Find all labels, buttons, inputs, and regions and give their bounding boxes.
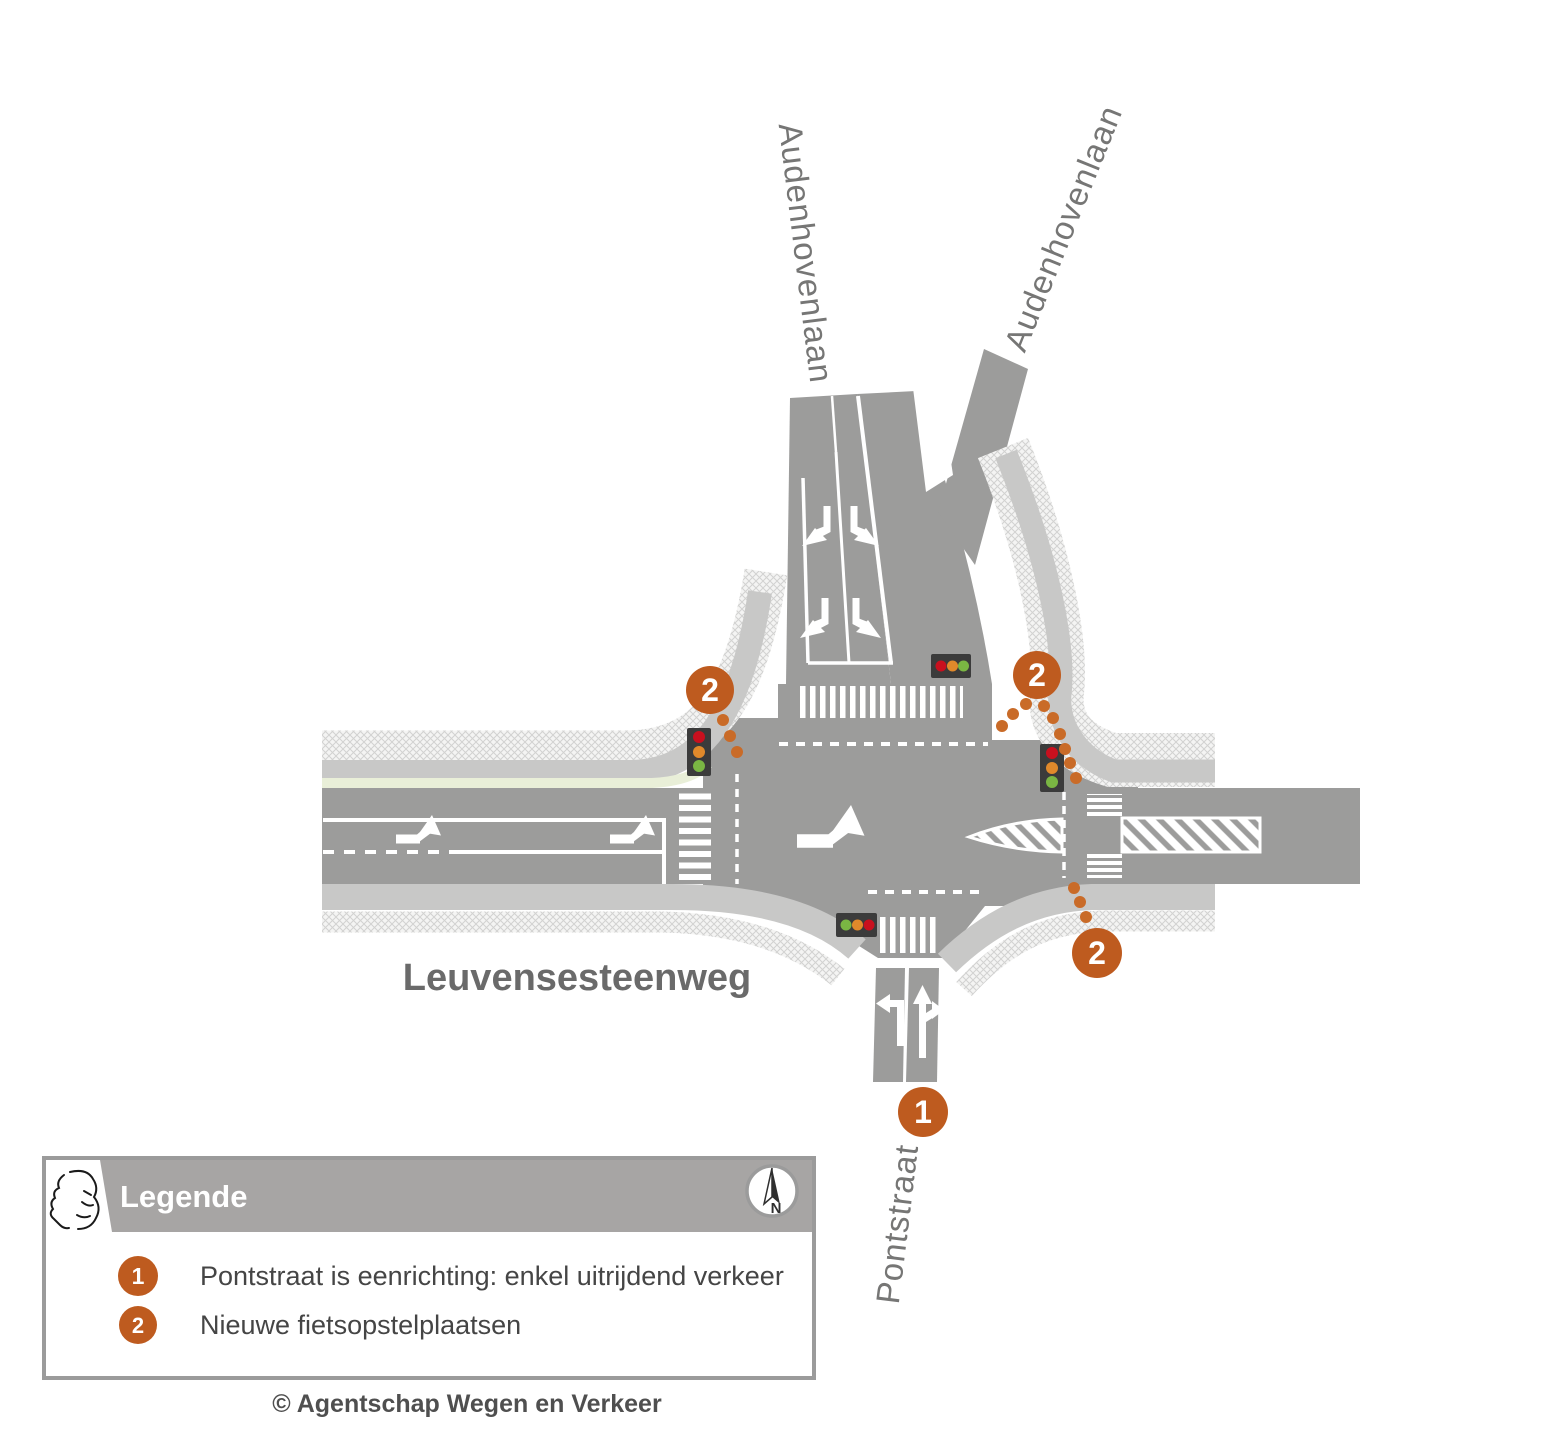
legend-title: Legende — [120, 1179, 247, 1214]
svg-text:2: 2 — [1088, 935, 1106, 971]
crosswalk-north — [800, 686, 963, 718]
median-island — [964, 816, 1262, 854]
crosswalk-east — [1087, 794, 1122, 818]
direction-arrows — [396, 506, 944, 1058]
legend-item-2: 2 Nieuwe fietsopstelplaatsen — [119, 1306, 521, 1344]
copyright: © Agentschap Wegen en Verkeer — [272, 1390, 662, 1418]
svg-text:2: 2 — [132, 1313, 144, 1338]
traffic-light-north — [931, 654, 971, 678]
svg-text:1: 1 — [914, 1094, 932, 1130]
svg-text:2: 2 — [701, 672, 719, 708]
pontstraat-left-turn-arrow — [876, 994, 904, 1046]
flanders-lion-icon — [49, 1169, 100, 1230]
svg-text:1: 1 — [132, 1263, 145, 1289]
crosswalk-west — [679, 790, 711, 882]
marker-2-west: 2 — [686, 666, 734, 714]
road-fork-gap — [913, 388, 953, 492]
traffic-light-east — [1040, 744, 1064, 792]
north-label: N — [771, 1200, 782, 1217]
crosswalk-south — [879, 917, 940, 953]
marker-2-southeast: 2 — [1072, 928, 1122, 978]
traffic-light-south — [836, 913, 877, 937]
svg-text:Nieuwe fietsopstelplaatsen: Nieuwe fietsopstelplaatsen — [200, 1310, 521, 1340]
label-audenhovenlaan-west: Audenhovenlaan — [772, 121, 841, 385]
label-audenhovenlaan-east: Audenhovenlaan — [997, 100, 1129, 357]
crosswalks — [679, 686, 1122, 953]
label-leuvensesteenweg: Leuvensesteenweg — [403, 957, 751, 999]
legend-header — [46, 1160, 812, 1232]
legend-item-1: 1 Pontstraat is eenrichting: enkel uitri… — [118, 1256, 784, 1296]
svg-text:2: 2 — [1028, 657, 1046, 693]
traffic-light-west — [687, 728, 711, 776]
pontstraat-straight-right-arrow — [913, 985, 944, 1058]
bike-route-dots — [717, 698, 1092, 923]
marker-1-pontstraat: 1 — [898, 1087, 948, 1137]
label-pontstraat: Pontstraat — [869, 1142, 925, 1306]
svg-text:Pontstraat is eenrichting: enk: Pontstraat is eenrichting: enkel uitrijd… — [200, 1261, 784, 1291]
lane-markings — [323, 395, 1066, 894]
legend-box: Legende N 1 Pontstraat is eenrichting: e… — [42, 1156, 816, 1380]
marker-2-northeast: 2 — [1013, 651, 1061, 699]
north-arrow: N — [745, 1164, 799, 1218]
legend-logo-tab — [46, 1160, 112, 1232]
